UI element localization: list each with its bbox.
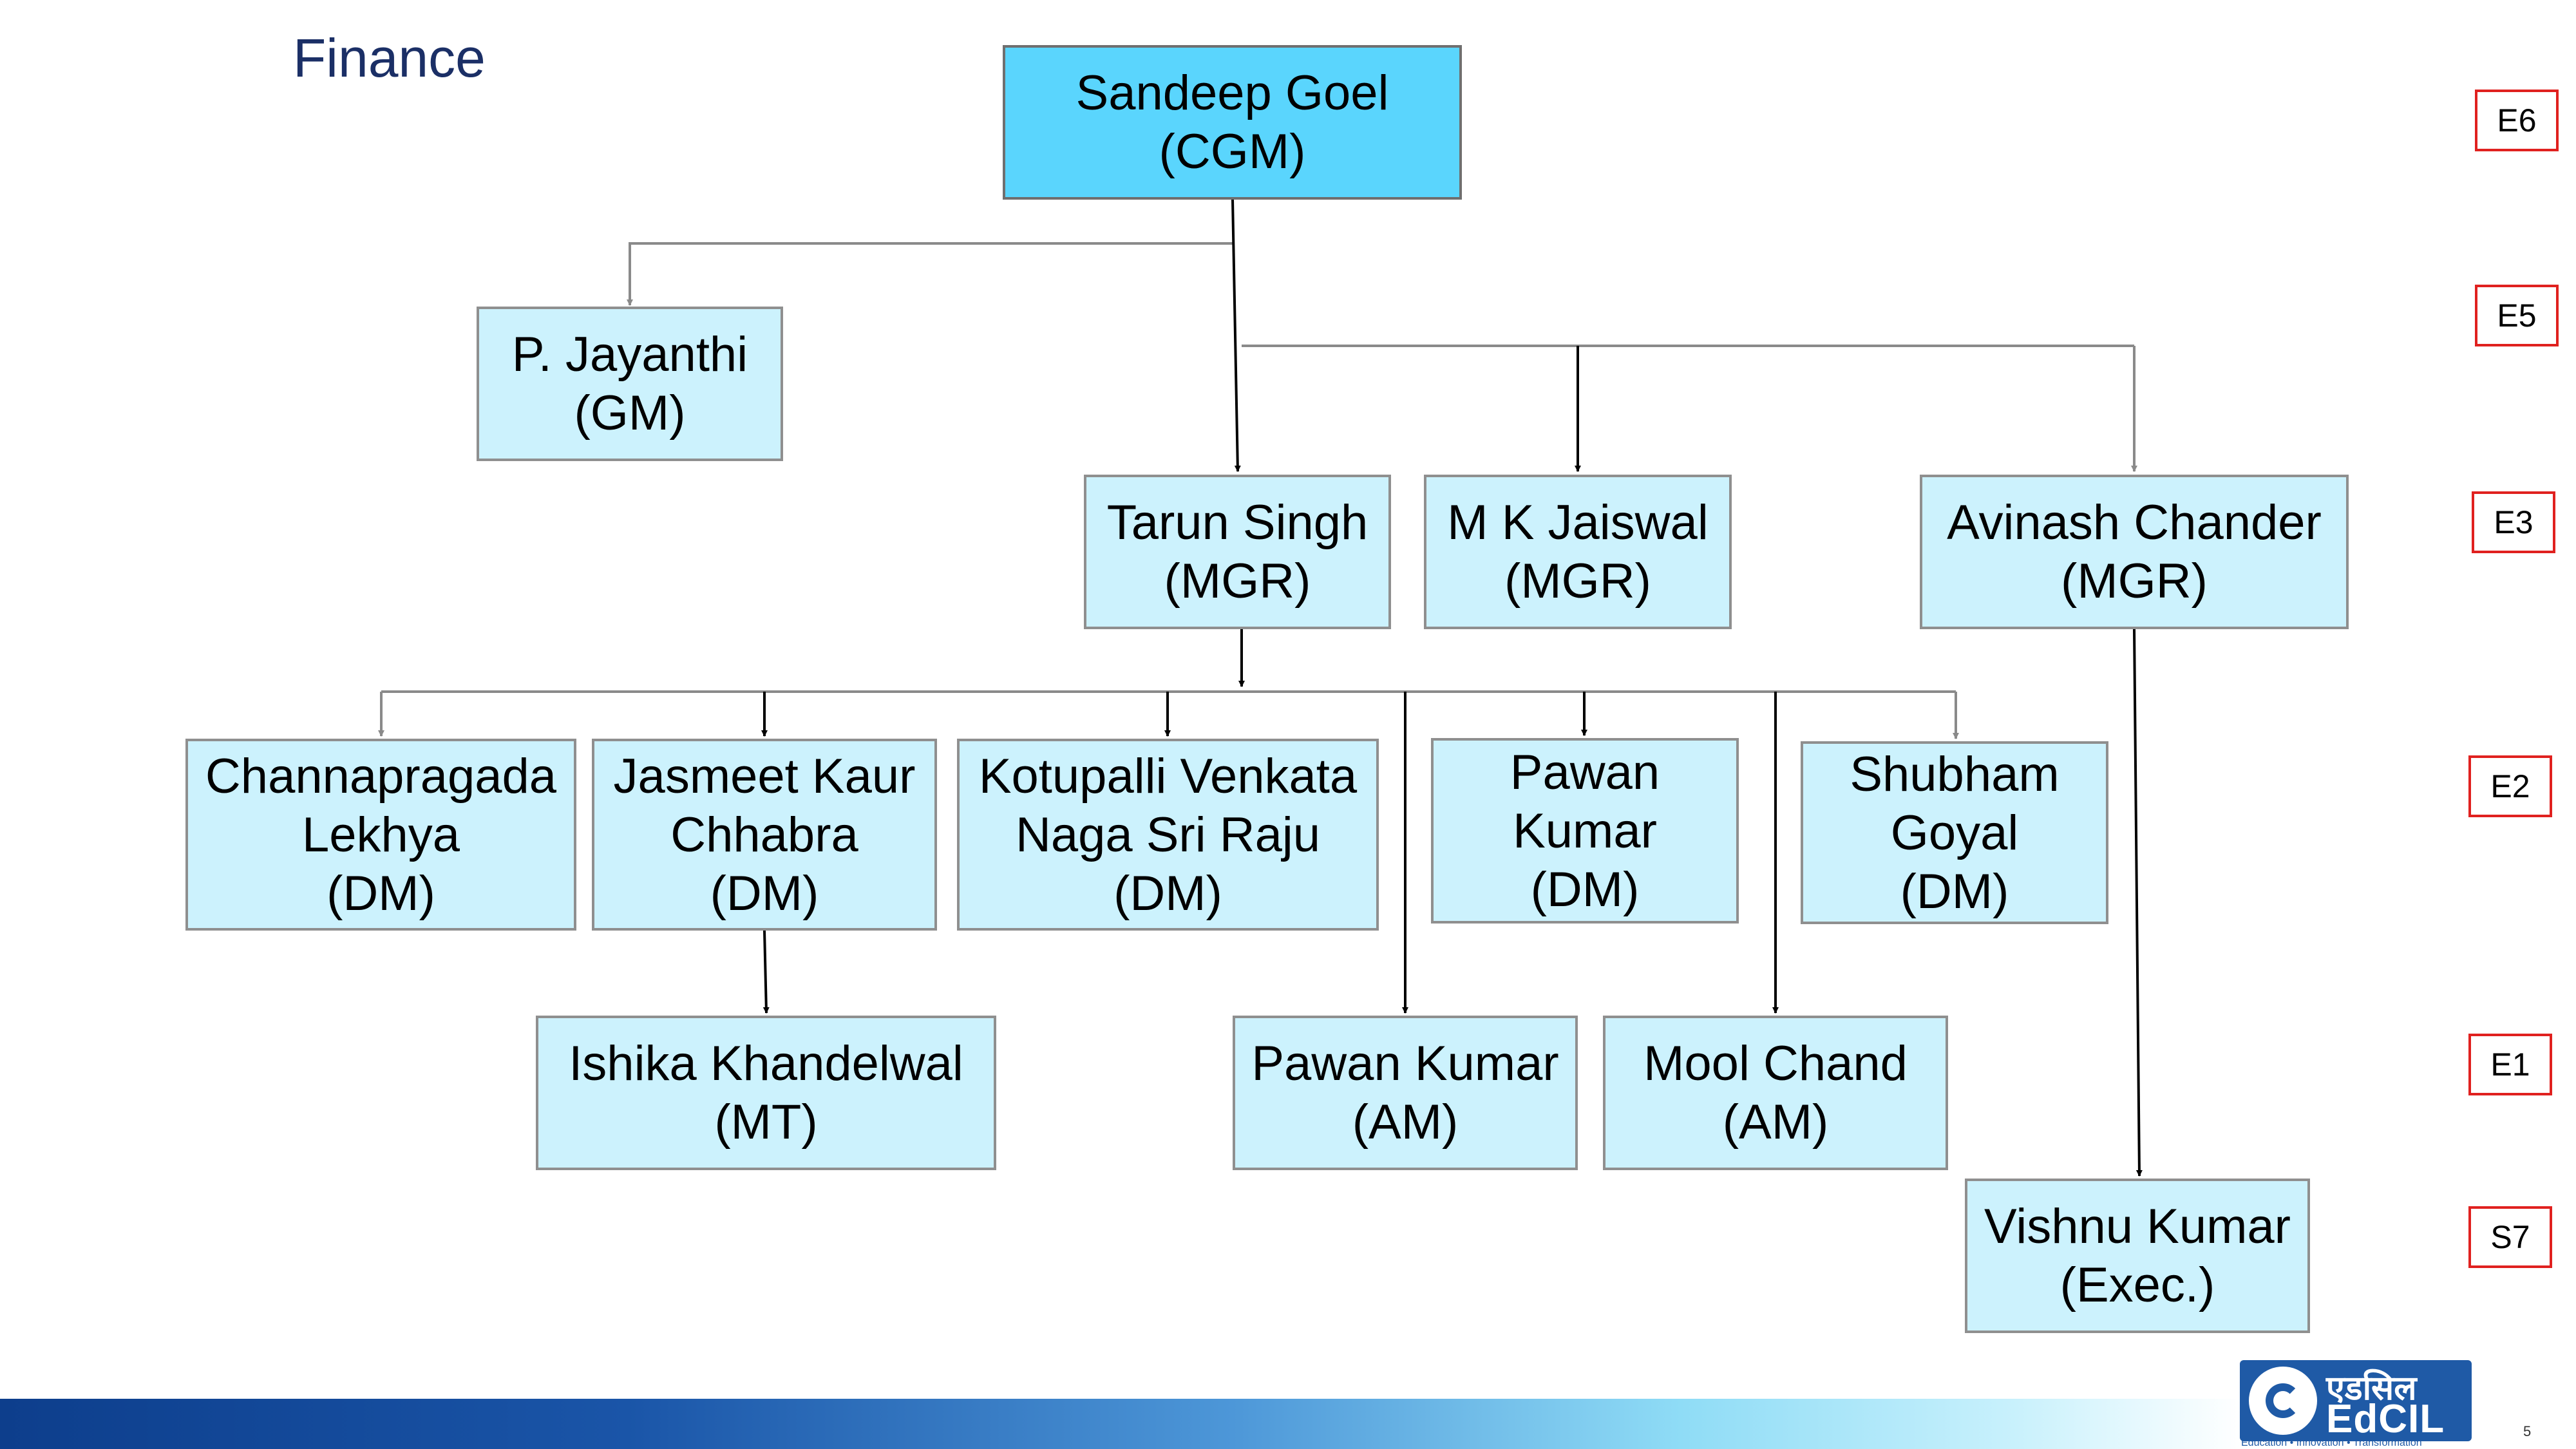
grade-label-e3: E3 bbox=[2472, 491, 2555, 553]
grade-label-s7: S7 bbox=[2468, 1206, 2552, 1268]
node-avinash-chander: Avinash Chander (MGR) bbox=[1920, 475, 2349, 629]
node-name: Tarun Singh bbox=[1106, 495, 1368, 550]
grade-label-e2: E2 bbox=[2468, 755, 2552, 817]
node-ishika-khandelwal: Ishika Khandelwal (MT) bbox=[536, 1016, 996, 1170]
logo-hindi-text: एडसिल bbox=[2326, 1369, 2417, 1408]
node-name: Sandeep Goel bbox=[1075, 66, 1389, 120]
node-role: (DM) bbox=[1113, 866, 1222, 921]
node-role: (AM) bbox=[1722, 1095, 1829, 1150]
node-role: (DM) bbox=[710, 866, 819, 921]
node-role: (CGM) bbox=[1159, 124, 1306, 179]
node-role: (DM) bbox=[1530, 862, 1640, 917]
node-tarun-singh: Tarun Singh (MGR) bbox=[1084, 475, 1391, 629]
line-avinash-vishnu bbox=[2133, 629, 2143, 1177]
node-name: Mool Chand bbox=[1643, 1036, 1908, 1091]
node-role: (GM) bbox=[574, 386, 686, 440]
node-name-line1: Channapragada bbox=[205, 748, 557, 804]
node-pawan-kumar-am: Pawan Kumar (AM) bbox=[1233, 1016, 1578, 1170]
node-mk-jaiswal: M K Jaiswal (MGR) bbox=[1424, 475, 1732, 629]
node-name-line1: Jasmeet Kaur bbox=[613, 748, 916, 804]
node-shubham-goyal: Shubham Goyal (DM) bbox=[1801, 741, 2108, 924]
node-p-jayanthi: P. Jayanthi (GM) bbox=[477, 307, 783, 461]
node-name: Vishnu Kumar bbox=[1984, 1199, 2291, 1254]
node-role: (MGR) bbox=[1504, 554, 1651, 609]
node-name-line1: Kotupalli Venkata bbox=[978, 748, 1358, 804]
edcil-logo-mark-icon bbox=[2249, 1367, 2317, 1435]
node-jasmeet-kaur-chhabra: Jasmeet Kaur Chhabra (DM) bbox=[592, 739, 937, 931]
node-vishnu-kumar: Vishnu Kumar (Exec.) bbox=[1965, 1179, 2310, 1333]
node-name-line1: Pawan bbox=[1510, 744, 1660, 800]
node-role: (DM) bbox=[1900, 864, 2009, 919]
node-mool-chand: Mool Chand (AM) bbox=[1603, 1016, 1948, 1170]
node-name-line2: Naga Sri Raju bbox=[1015, 807, 1321, 862]
node-name: Pawan Kumar bbox=[1251, 1036, 1559, 1091]
node-name-line2: Goyal bbox=[1890, 805, 2019, 860]
node-role: (AM) bbox=[1352, 1095, 1459, 1150]
node-name: Ishika Khandelwal bbox=[569, 1036, 963, 1091]
node-channapragada-lekhya: Channapragada Lekhya (DM) bbox=[185, 739, 576, 931]
logo-name-text: EdCIL bbox=[2326, 1397, 2445, 1441]
node-role: (Exec.) bbox=[2060, 1258, 2215, 1312]
grade-label-e1: E1 bbox=[2468, 1034, 2552, 1095]
page-number: 5 bbox=[2523, 1423, 2532, 1439]
node-role: (MT) bbox=[714, 1095, 818, 1150]
footer-gradient-band bbox=[0, 1399, 2241, 1449]
node-name: M K Jaiswal bbox=[1447, 495, 1709, 550]
node-name: P. Jayanthi bbox=[511, 327, 748, 382]
node-role: (MGR) bbox=[2061, 554, 2208, 609]
node-kotupalli-venkata-naga-sri-raju: Kotupalli Venkata Naga Sri Raju (DM) bbox=[957, 739, 1379, 931]
node-role: (MGR) bbox=[1164, 554, 1311, 609]
edcil-logo: एडसिल EdCIL bbox=[2240, 1360, 2472, 1441]
line-goel-tarun bbox=[1231, 199, 1241, 472]
logo-tagline: Education • Innovation • Transformation bbox=[2241, 1437, 2422, 1448]
page-title: Finance bbox=[293, 28, 486, 88]
node-pawan-kumar-dm: Pawan Kumar (DM) bbox=[1431, 738, 1739, 923]
line-goel-jayanthi bbox=[627, 242, 1233, 306]
node-name-line2: Lekhya bbox=[301, 807, 460, 862]
grade-label-e6: E6 bbox=[2475, 90, 2559, 151]
node-name: Avinash Chander bbox=[1947, 495, 2322, 550]
line-jasmeet-ishika bbox=[762, 930, 770, 1014]
node-sandeep-goel: Sandeep Goel (CGM) bbox=[1003, 45, 1462, 200]
node-name-line2: Chhabra bbox=[670, 807, 858, 862]
node-role: (DM) bbox=[327, 866, 435, 921]
node-name-line1: Shubham bbox=[1850, 746, 2060, 802]
grade-label-e5: E5 bbox=[2475, 285, 2559, 346]
node-name-line2: Kumar bbox=[1513, 803, 1657, 858]
